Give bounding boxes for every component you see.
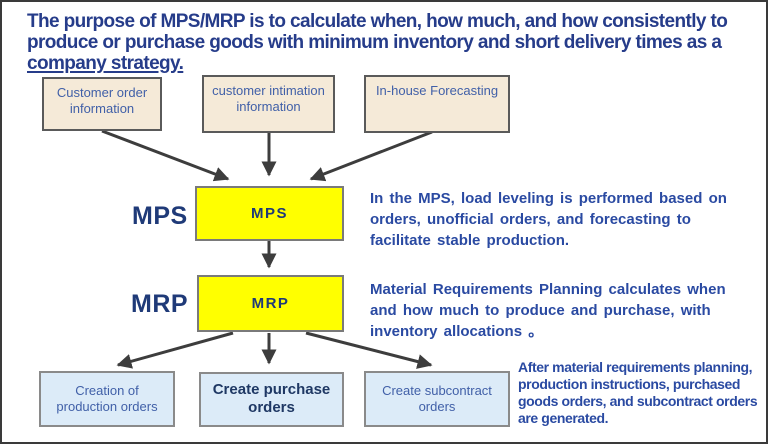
slide-title-line2: produce or purchase goods with minimum i… xyxy=(27,32,722,53)
mps-description: In the MPS, load leveling is performed b… xyxy=(370,190,727,249)
mrp-description: Material Requirements Planning calculate… xyxy=(370,281,726,340)
output-box-production-orders: Creation of production orders xyxy=(39,371,175,427)
slide-title: The purpose of MPS/MRP is to calculate w… xyxy=(27,11,728,74)
output-box-production-orders-label: Creation of production orders xyxy=(56,383,158,414)
output-box-purchase-orders-label: Create purchase orders xyxy=(212,381,331,416)
output-box-subcontract-orders: Create subcontract orders xyxy=(364,371,510,427)
mps-process-box-label: MPS xyxy=(250,205,288,222)
output-box-purchase-orders: Create purchase orders xyxy=(199,372,344,427)
input-box-inhouse-forecasting: In-house Forecasting xyxy=(364,75,510,133)
slide-title-line1: The purpose of MPS/MRP is to calculate w… xyxy=(27,11,728,32)
mps-process-box: MPS xyxy=(195,186,344,241)
outputs-note: After material requirements planning, pr… xyxy=(518,359,758,426)
mrp-process-box: MRP xyxy=(197,275,344,332)
arrow-forecasting-to-mps xyxy=(309,130,433,182)
arrow-mrp-to-production-orders xyxy=(116,331,234,369)
input-box-customer-order: Customer order information xyxy=(42,77,162,131)
input-box-customer-intimation: customer intimation information xyxy=(202,75,335,133)
input-box-inhouse-forecasting-label: In-house Forecasting xyxy=(375,83,499,98)
mrp-process-box-label: MRP xyxy=(251,295,290,312)
slide-title-line3: company strategy. xyxy=(27,53,727,74)
mps-side-label: MPS xyxy=(132,202,188,230)
mrp-side-label: MRP xyxy=(131,290,189,318)
slide-title-line3-text: company strategy. xyxy=(27,53,184,74)
input-box-customer-order-label: Customer order information xyxy=(56,85,148,116)
output-box-subcontract-orders-label: Create subcontract orders xyxy=(382,383,492,414)
arrow-customer-order-to-mps xyxy=(101,129,230,182)
input-box-customer-intimation-label: customer intimation information xyxy=(212,83,325,114)
